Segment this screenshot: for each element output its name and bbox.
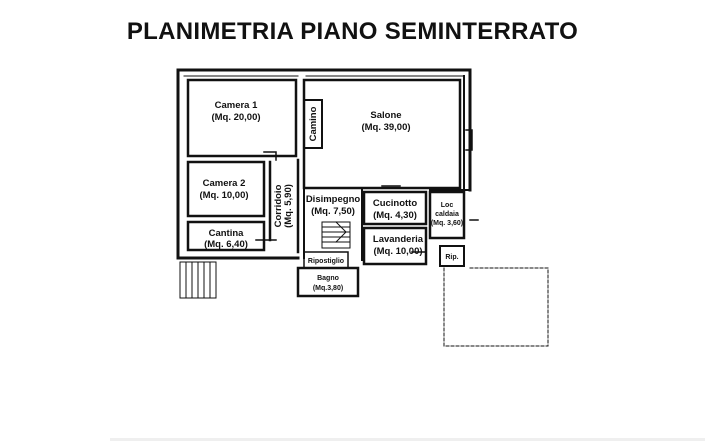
camera1-area: (Mq. 20,00) [211, 112, 260, 123]
outer-wall-top [176, 68, 472, 192]
bagno-name: Bagno [317, 275, 339, 282]
plan-title: PLANIMETRIA PIANO SEMINTERRATO [126, 18, 579, 45]
exterior-steps [179, 261, 217, 299]
caldaia-outline [428, 190, 466, 240]
camera2-outline [186, 160, 266, 218]
east-wall [429, 75, 471, 191]
corridoio-name: Corridoio [273, 184, 284, 227]
corridoio-area: (Mq. 5,90) [283, 184, 294, 228]
cantina-area: (Mq. 6,40) [204, 239, 248, 250]
lavanderia-name: Lavanderia [373, 234, 424, 245]
rip-outline [439, 245, 465, 267]
salone-outline [302, 78, 462, 190]
caldaia-name-1: Loc [441, 202, 454, 209]
bottom-rule [110, 438, 705, 441]
camino-box [303, 99, 323, 149]
lavanderia-outline [362, 226, 428, 266]
caldaia-area: (Mq. 3,60) [431, 220, 463, 227]
camera2-name: Camera 2 [203, 178, 246, 189]
disimpegno-name: Disimpegno [306, 194, 361, 205]
camera2-area: (Mq. 10,00) [199, 190, 248, 201]
camera1-name: Camera 1 [215, 100, 258, 111]
lavanderia-area: (Mq. 10,00) [373, 246, 422, 257]
door-marks [255, 129, 479, 265]
bagno-area: (Mq.3,80) [313, 285, 343, 292]
cucinotto-outline [362, 190, 428, 226]
outer-wall [176, 68, 300, 260]
disimpegno-area: (Mq. 7,50) [311, 206, 355, 217]
cucinotto-area: (Mq. 4,30) [373, 210, 417, 221]
salone-area: (Mq. 39,00) [361, 122, 410, 133]
rip-name: Rip. [445, 254, 458, 261]
camino-name: Camino [308, 106, 319, 141]
salone-name: Salone [370, 110, 401, 121]
corridoio-walls [268, 158, 300, 254]
terrace-dashed [443, 267, 549, 347]
caldaia-name-2: caldaia [435, 211, 459, 218]
camera1-outline [186, 78, 298, 158]
cantina-name: Cantina [209, 228, 245, 239]
cucinotto-name: Cucinotto [373, 198, 418, 209]
bagno-outline [296, 266, 360, 298]
disimpegno-walls [303, 187, 363, 261]
walls [176, 68, 549, 347]
ripostiglio-name: Ripostiglio [308, 258, 344, 265]
cantina-outline [186, 220, 266, 252]
stairs [321, 221, 351, 249]
